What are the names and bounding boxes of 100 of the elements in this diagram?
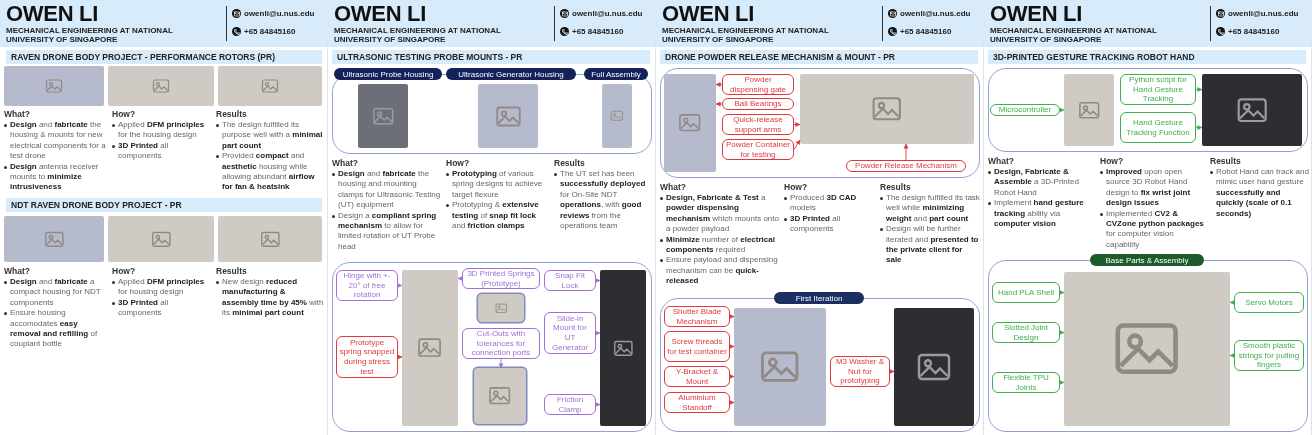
- leader-line: [595, 278, 601, 283]
- callout-bubble: Cut-Outs with tolerances for connection ports: [462, 328, 540, 359]
- column-heading: What?: [4, 266, 31, 276]
- phone-number: +65 84845160: [572, 27, 624, 36]
- photo-placeholder: [1064, 74, 1114, 146]
- leader-line: [397, 283, 403, 288]
- callout-bubble: M3 Washer & Nut for prototyping: [830, 356, 890, 387]
- leader-line: [715, 82, 723, 87]
- subtitle: MECHANICAL ENGINEERING AT NATIONAL UNIVERSITY OF SINGAPORE: [990, 26, 1158, 45]
- photo-placeholder: [800, 74, 974, 144]
- leader-line: [1059, 107, 1065, 113]
- callout-bubble: Slide-in Mount for UT Generator: [544, 312, 596, 354]
- callout-bubble: Prototype spring snapped during stress test: [336, 336, 398, 378]
- callout-bubble: Powder Container for testing: [722, 139, 794, 160]
- callout-bubble: Aluminium Standoff: [664, 392, 730, 413]
- photo-placeholder: [1202, 74, 1302, 146]
- callout-bubble: Hinge with +- 20° of free rotation: [336, 270, 398, 301]
- callout-bubble: Microcontroller: [990, 104, 1060, 116]
- column-heading: Results: [216, 109, 248, 119]
- leader-line: [595, 402, 601, 407]
- tag-pill: Ultrasonic Probe Housing: [334, 68, 442, 80]
- name-heading: OWEN LI: [662, 1, 754, 27]
- callout-bubble: Flexible TPU Joints: [992, 372, 1060, 393]
- bullet-text: Ensure housing accomodates easy removal and refilling of couplant bottle: [10, 308, 99, 350]
- leader-line: [595, 330, 601, 336]
- bullet-text: New design reduced manufacturing & assembly time by 45% with its minimal part count: [222, 277, 324, 319]
- bullet-text: Improved upon open source 3D Robot Hand design to fix wrist joint design issues: [1106, 167, 1192, 209]
- leader-line: [729, 344, 735, 349]
- bullet-text: Ensure payload and dispensing mechanism can be quick-released: [666, 255, 779, 287]
- section-title-band: ULTRASONIC TESTING PROBE MOUNTS - PR: [332, 50, 650, 64]
- callout-bubble: Friction Clamp: [544, 394, 596, 415]
- callout-bubble: Snap Fit Lock: [544, 270, 596, 291]
- email-address: owenli@u.nus.edu: [244, 9, 315, 18]
- name-heading: OWEN LI: [990, 1, 1082, 27]
- name-heading: OWEN LI: [6, 1, 98, 27]
- column-heading: Results: [554, 158, 586, 168]
- name-heading: OWEN LI: [334, 1, 426, 27]
- email-address: owenli@u.nus.edu: [900, 9, 971, 18]
- column-heading: Results: [216, 266, 248, 276]
- leader-line: [397, 354, 403, 360]
- bullet-text: The UT set has been successfully deployed for On-Site NDT operations, with good reviews from the operations team: [560, 169, 647, 232]
- section-title-band: 3D-PRINTED GESTURE TRACKING ROBOT HAND: [988, 50, 1306, 64]
- bullet-text: Minimize number of electrical components required: [666, 234, 776, 256]
- callout-bubble: 3D Printed Springs (Prototype): [462, 268, 540, 289]
- callout-bubble: Ball Bearings: [722, 98, 794, 110]
- callout-bubble: Python script for Hand Gesture Tracking: [1120, 74, 1196, 105]
- photo-placeholder: [402, 270, 458, 426]
- column-heading: What?: [988, 156, 1015, 166]
- leader-line: [1059, 290, 1065, 295]
- leader-line: [729, 374, 735, 379]
- leader-line: [729, 314, 735, 319]
- cad-render-placeholder: [664, 74, 716, 172]
- callout-bubble: Screw threads for test container: [664, 331, 730, 362]
- tag-pill: Full Assembly: [584, 68, 648, 80]
- leader-line: [793, 122, 801, 127]
- bullet-text: Design, Fabricate & Assemble a 3D-Printed Robot Hand: [994, 167, 1080, 199]
- section-title-band: NDT RAVEN DRONE BODY PROJECT - PR: [6, 198, 322, 212]
- phone-number: +65 84845160: [900, 27, 952, 36]
- column-heading: What?: [660, 182, 687, 192]
- callout-bubble: Shutter Blade Mechanism: [664, 306, 730, 327]
- photo-placeholder: [218, 66, 322, 106]
- callout-bubble: Y-Bracket & Mount: [664, 366, 730, 387]
- photo-placeholder: [1064, 272, 1230, 426]
- leader-line: [1229, 353, 1235, 358]
- callout-bubble: Slotted Joint Design: [992, 322, 1060, 343]
- bullet-text: The design fulfilled its task well while minimizing weight and part count: [886, 193, 980, 225]
- tag-pill: First Iteration: [774, 292, 864, 304]
- leader-line: [715, 101, 723, 107]
- photo-placeholder: [108, 66, 214, 106]
- photo-placeholder: [108, 216, 214, 262]
- leader-line: [457, 276, 463, 281]
- column-heading: Results: [1210, 156, 1242, 166]
- bullet-text: Provided compact and aesthetic housing while allowing abundant airflow for fan & heatsink: [222, 151, 316, 193]
- cad-render-placeholder: [478, 84, 538, 148]
- photo-placeholder: [894, 308, 974, 426]
- leader-line: [1229, 300, 1235, 305]
- bullet-text: Design a compliant spring mechanism to allow for limited rotation of UT Probe head: [338, 210, 438, 253]
- leader-line: [1059, 330, 1065, 335]
- leader-line: [1195, 87, 1203, 92]
- leader-line: [729, 400, 735, 405]
- cad-render-placeholder: [734, 308, 826, 426]
- cad-render-placeholder: [358, 84, 408, 148]
- photo-placeholder: [474, 368, 526, 424]
- subtitle: MECHANICAL ENGINEERING AT NATIONAL UNIVERSITY OF SINGAPORE: [334, 26, 502, 45]
- tag-pill: Ultrasonic Generator Housing: [446, 68, 576, 80]
- leader-line: [1059, 380, 1065, 385]
- bullet-text: 3D Printed all components: [118, 140, 170, 162]
- phone-number: +65 84845160: [244, 27, 296, 36]
- column-heading: Results: [880, 182, 912, 192]
- bullet-text: Design and fabricate a compact housing for NDT components: [10, 277, 102, 309]
- column-heading: How?: [784, 182, 809, 192]
- callout-bubble: Hand PLA Shell: [992, 282, 1060, 303]
- email-address: owenli@u.nus.edu: [572, 9, 643, 18]
- section-title-band: DRONE POWDER RELEASE MECHANISM & MOUNT - PR: [660, 50, 978, 64]
- bullet-text: Implement hand gesture tracking ability via computer vision: [994, 198, 1085, 230]
- bullet-text: 3D Printed all components: [790, 213, 842, 235]
- column-heading: How?: [112, 109, 137, 119]
- callout-bubble: Powder Release Mechanism: [846, 160, 966, 172]
- subtitle: MECHANICAL ENGINEERING AT NATIONAL UNIVERSITY OF SINGAPORE: [662, 26, 830, 45]
- tag-pill: Base Parts & Assembly: [1090, 254, 1204, 266]
